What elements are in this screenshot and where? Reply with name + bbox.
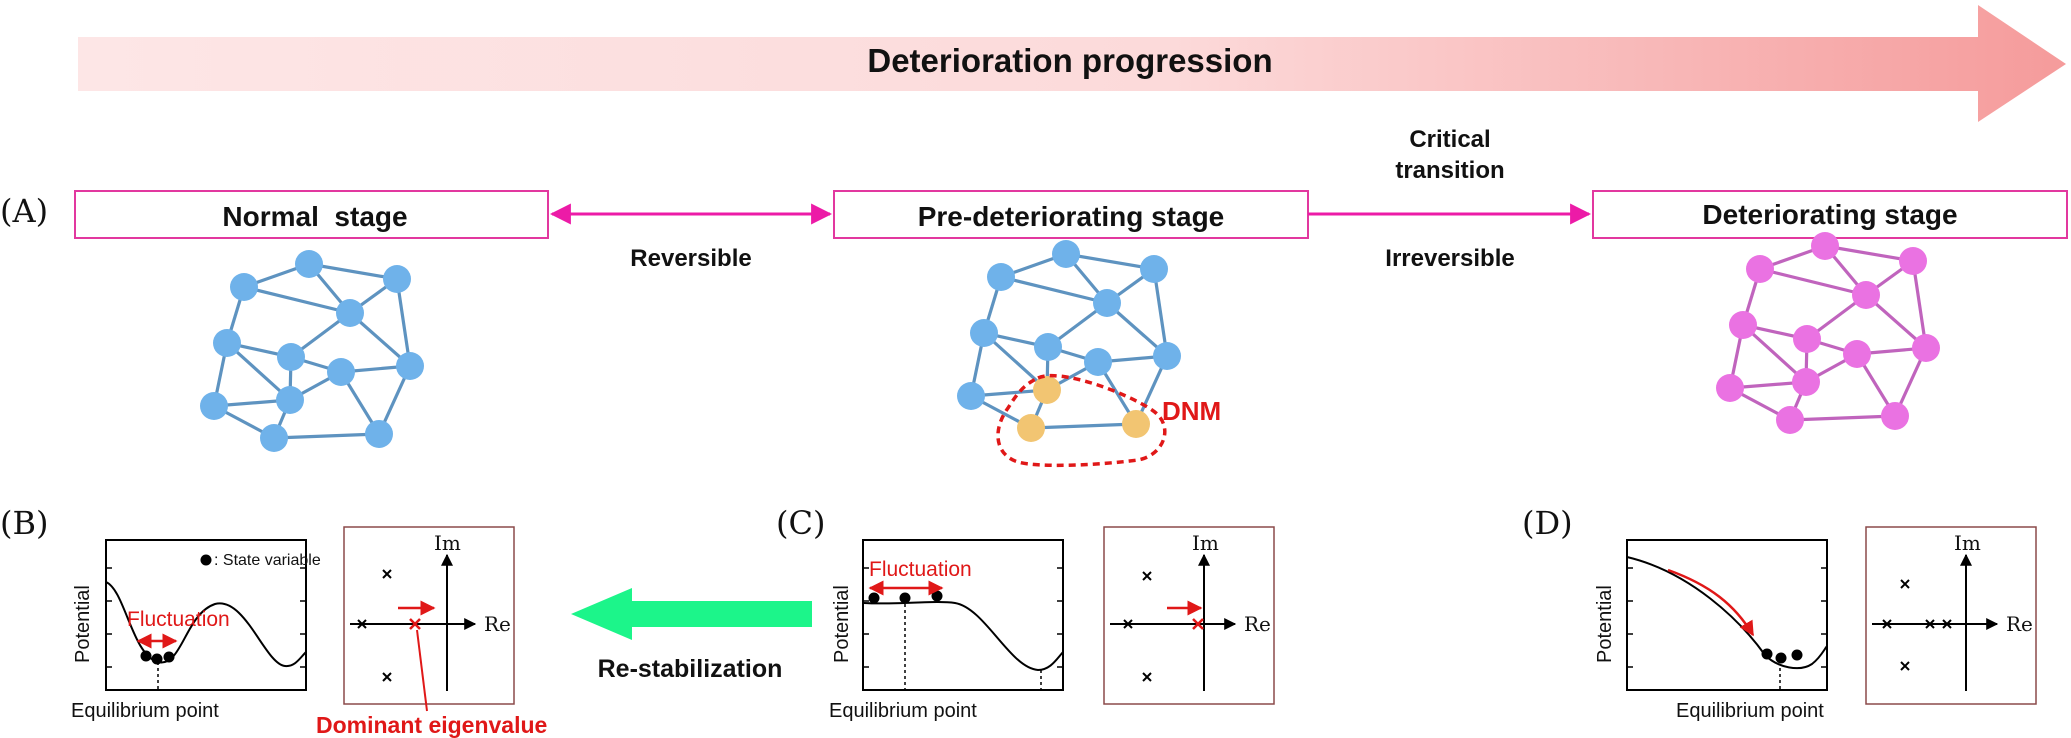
network-node [1792,368,1820,396]
network-node [295,250,323,278]
progression-label: Deterioration progression [867,42,1272,79]
re-label-b: Re [484,612,511,636]
critical-label-line2: transition [1395,157,1504,184]
network-edge [273,432,380,440]
panel-label-b: (B) [0,504,48,542]
network-node [1899,247,1927,275]
network-edge [1789,414,1896,422]
fluctuation-label-b: Fluctuation [127,608,230,631]
re-label-c: Re [1244,612,1271,636]
network-node [396,352,424,380]
network-node [1052,240,1080,268]
network-edge [1824,244,1914,263]
network-edge [1152,268,1169,357]
network-node [213,329,241,357]
network-edge [225,341,292,402]
dominant-eigenvalue-label: Dominant eigenvalue [316,712,547,738]
network-node [365,420,393,448]
eigen-plot-b: Re Im Dominant eigenvalue [316,526,547,738]
network-node [1912,334,1940,362]
stage-pre-deteriorating: Pre-deteriorating stage [833,190,1309,239]
re-label-d: Re [2006,612,2033,636]
im-label-d: Im [1954,531,1981,555]
network-node [1140,255,1168,283]
network-node [277,343,305,371]
network-node [336,299,364,327]
network-node [1793,325,1821,353]
restabilization-label: Re-stabilization [598,655,783,683]
network-node [1811,232,1839,260]
stage-pre-label: Pre-deteriorating stage [918,201,1225,232]
network-node [970,319,998,347]
stage-normal: Normal stage [74,190,549,239]
ylabel-b: Potential [72,585,94,663]
network-node [1034,333,1062,361]
reversible-label: Reversible [630,245,751,272]
irreversible-label: Irreversible [1385,245,1514,272]
network-node [200,392,228,420]
xlabel-c: Equilibrium point [829,700,977,722]
dnm-group: DNM [996,373,1221,468]
network-node [1729,311,1757,339]
progression-arrow: Deterioration progression [78,5,2066,122]
ylabel-d: Potential [1594,585,1616,663]
stage-deteriorating: Deteriorating stage [1592,190,2068,239]
im-label-c: Im [1192,531,1219,555]
network-edge [1065,252,1155,271]
panel-label-c: (C) [776,504,825,542]
network-edge [1000,275,1108,305]
xlabel-d: Equilibrium point [1676,700,1824,722]
im-label-b: Im [434,531,461,555]
network-edge [1030,422,1137,430]
network-pre-deteriorating [957,240,1181,442]
dnm-label: DNM [1162,396,1221,426]
network-node [1746,255,1774,283]
network-deteriorating [1716,232,1940,434]
stage-normal-label: Normal stage [222,201,407,232]
stage-deteriorating-label: Deteriorating stage [1702,199,1957,230]
fluctuation-label-c: Fluctuation [869,558,972,581]
network-node [1093,289,1121,317]
network-node [987,263,1015,291]
network-edge [395,278,412,367]
network-node [1852,281,1880,309]
dnm-node [1017,414,1045,442]
eigen-plot-d: Re Im [1865,526,2037,705]
network-node [383,265,411,293]
potential-plot-d: Potential Equilibrium point [1594,539,1828,722]
ylabel-c: Potential [831,585,853,663]
restabilization-arrow [571,588,812,640]
network-node [1084,348,1112,376]
network-node [1716,374,1744,402]
network-edge [308,262,398,281]
network-edge [1759,267,1867,297]
state-variable-legend: : State variable [214,552,321,569]
network-node [957,382,985,410]
potential-plot-c: Fluctuation Potential Equilibrium point [829,539,1064,722]
dnm-node [1033,376,1061,404]
network-node [327,358,355,386]
critical-label-line1: Critical [1409,126,1490,153]
network-node [1843,340,1871,368]
network-edge [1911,260,1928,349]
network-normal [200,250,424,452]
potential-plot-b: Fluctuation : State variable Potential E… [71,539,321,722]
dnm-node [1122,410,1150,438]
network-node [1881,402,1909,430]
network-node [1776,406,1804,434]
network-edge [1741,323,1808,384]
network-node [276,386,304,414]
eigen-plot-c: Re Im [1103,526,1275,705]
xlabel-b: Equilibrium point [71,700,219,722]
network-node [230,273,258,301]
panel-label-d: (D) [1522,504,1573,542]
network-node [260,424,288,452]
network-edge [982,331,1049,392]
panel-label-a: (A) [0,192,48,230]
network-node [1153,342,1181,370]
network-edge [243,285,351,315]
